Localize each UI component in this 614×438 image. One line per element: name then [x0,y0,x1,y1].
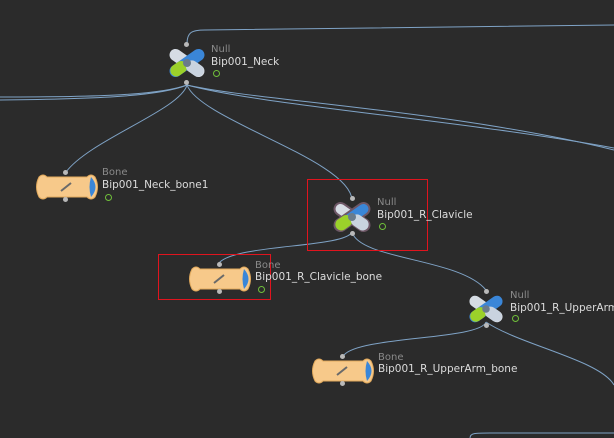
wire-upperarm-to-right [485,321,614,386]
highlight-box-clavicle [307,179,428,251]
node-name-label[interactable]: Bip001_R_Clavicle_bone [255,271,383,283]
wire-clavicle-to-upperarm [351,231,487,291]
wire-left-2 [0,84,188,101]
wire-clavicle-to-clavbone [218,231,353,264]
input-port[interactable] [340,354,345,359]
display-flag-icon[interactable] [379,223,386,230]
node-type-label: Null [510,290,530,301]
null-node-icon[interactable] [464,291,508,327]
null-node-icon[interactable] [330,198,374,236]
highlight-box-clavicle-bone [158,254,271,300]
node-type-label: Bone [102,167,128,178]
bone-node-neck-bone1[interactable]: Bone Bip001_Neck_bone1 [33,167,233,204]
display-flag-icon[interactable] [213,70,220,77]
null-node-icon[interactable] [606,385,614,415]
display-flag-icon[interactable] [258,286,265,293]
input-port[interactable] [484,289,489,294]
null-node-r-clavicle[interactable]: Null Bip001_R_Clavicle [330,196,473,236]
wire-bottom [469,432,614,438]
node-type-label: Null [377,197,397,208]
node-type-label: Null [211,44,231,55]
null-node-partial-offscreen[interactable] [606,385,614,415]
node-name-label[interactable]: Bip001_R_UpperArm [510,302,614,314]
output-port[interactable] [350,231,355,236]
input-port[interactable] [184,42,189,47]
null-node-neck[interactable]: Null Bip001_Neck [165,42,286,85]
node-type-label: Bone [378,352,404,363]
display-flag-icon[interactable] [105,194,112,201]
output-port[interactable] [484,323,489,328]
node-type-label: Bone [255,260,281,271]
output-port[interactable] [63,197,68,202]
output-port[interactable] [340,381,345,386]
node-name-label[interactable]: Bip001_Neck [211,56,280,68]
wire-left-1 [0,84,188,98]
bone-node-r-upperarm-bone[interactable]: Bone Bip001_R_UpperArm_bone [309,352,549,388]
node-name-label[interactable]: Bip001_R_UpperArm_bone [378,363,518,375]
input-port[interactable] [217,262,222,267]
wire-input-neck [186,24,614,45]
bone-node-icon[interactable] [309,357,377,385]
null-node-icon[interactable] [165,44,209,82]
input-port[interactable] [350,196,355,201]
bone-node-icon[interactable] [33,173,101,201]
display-flag-icon[interactable] [512,315,519,322]
wire-upperarm-to-armbone [343,321,487,356]
wire-neck-to-neckbone [65,84,188,173]
output-port[interactable] [184,80,189,85]
wire-right-2 [186,84,614,149]
input-port[interactable] [63,170,68,175]
wire-right-1 [186,84,614,151]
node-name-label[interactable]: Bip001_Neck_bone1 [102,179,209,191]
bone-node-r-clavicle-bone[interactable]: Bone Bip001_R_Clavicle_bone [186,260,416,296]
output-port[interactable] [217,289,222,294]
node-name-label[interactable]: Bip001_R_Clavicle [377,209,473,221]
wire-neck-to-clavicle [186,84,353,201]
null-node-r-upperarm[interactable]: Null Bip001_R_UpperArm [464,289,614,330]
bone-node-icon[interactable] [186,265,254,293]
